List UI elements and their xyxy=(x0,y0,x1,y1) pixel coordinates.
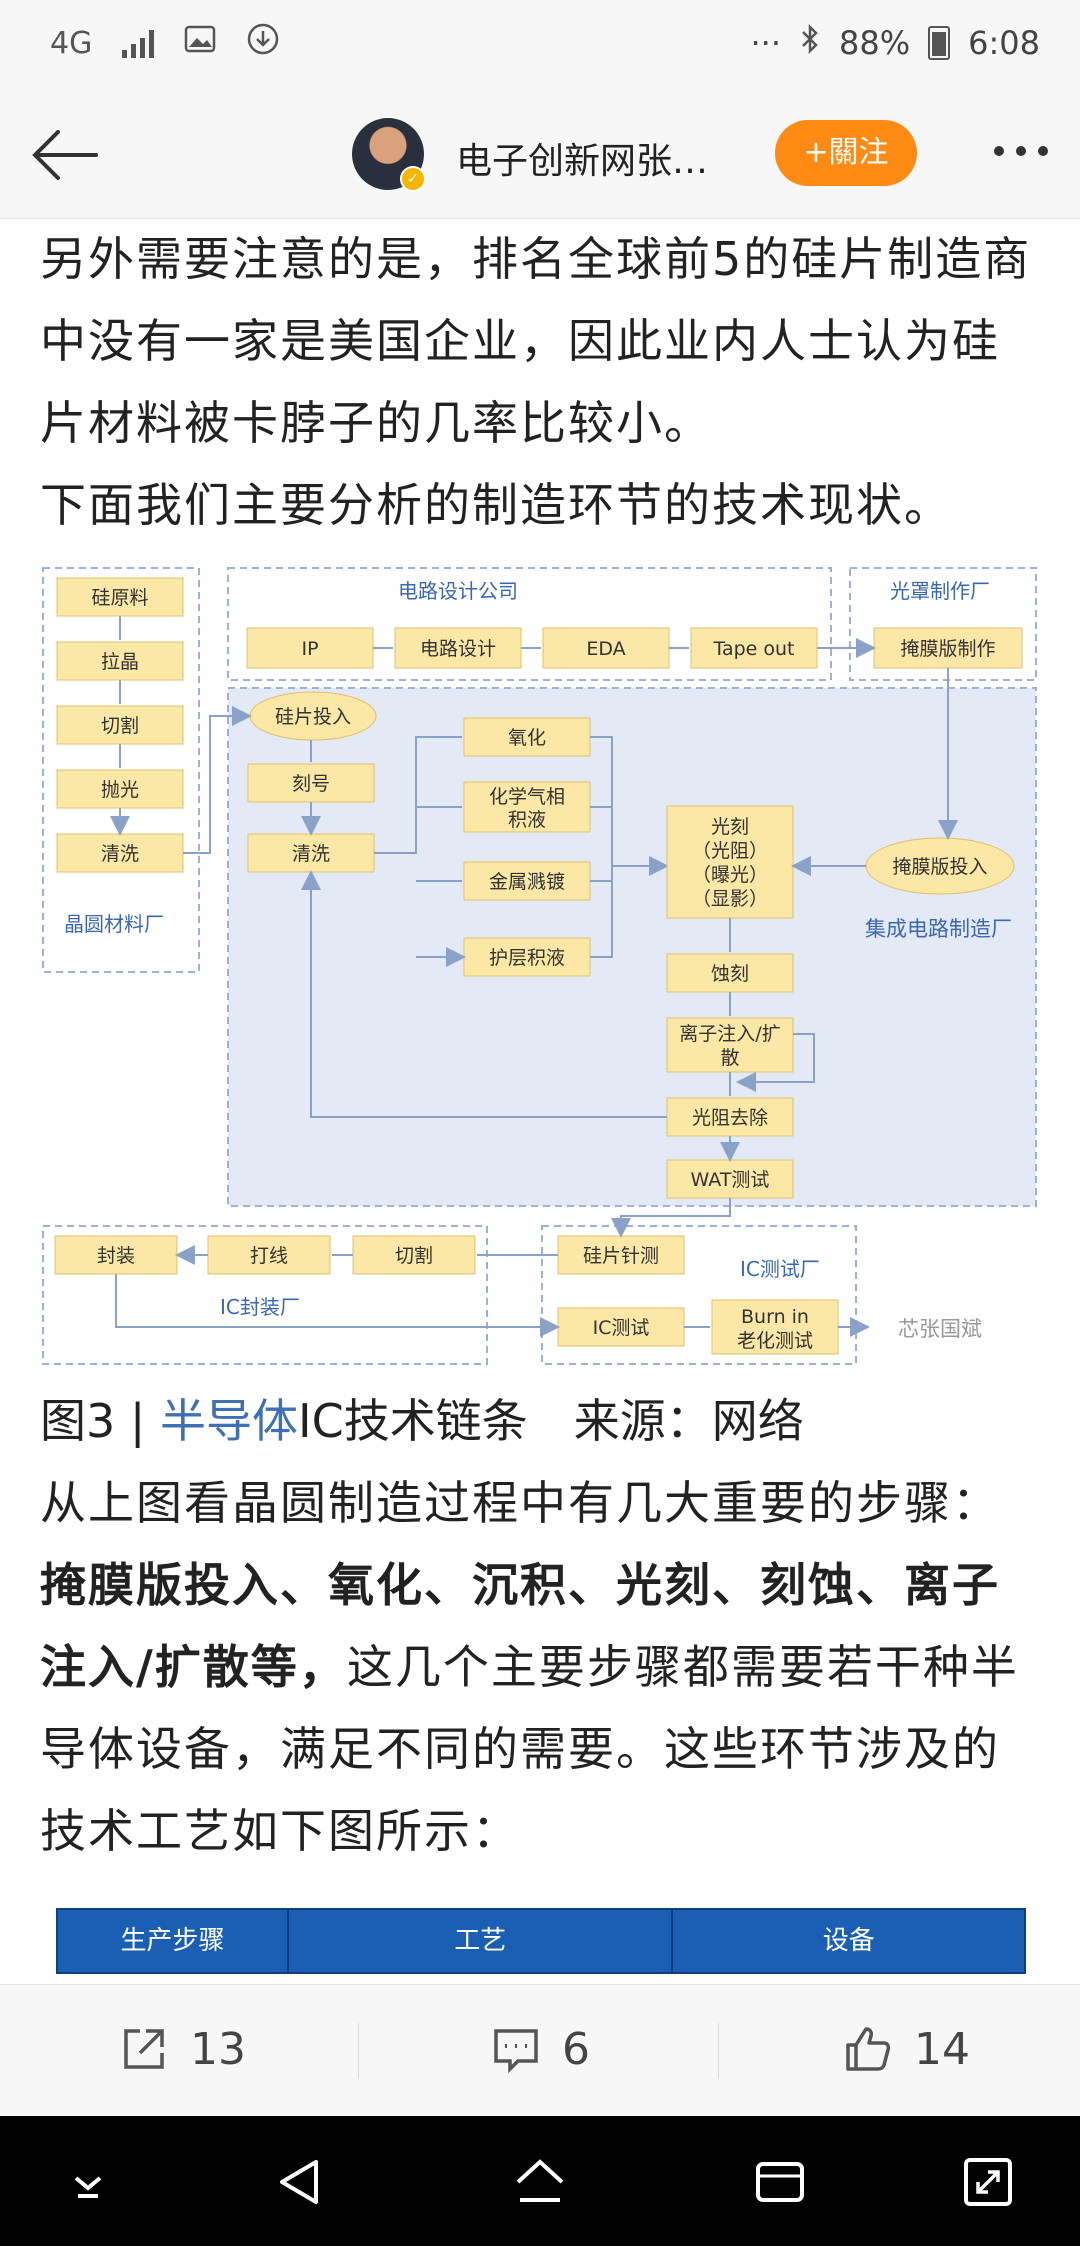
svg-text:散: 散 xyxy=(720,1047,739,1069)
battery-percent: 88% xyxy=(839,24,911,62)
paragraph-3: 从上图看晶圆制造过程中有几大重要的步骤：掩膜版投入、氧化、沉积、光刻、刻蚀、离子… xyxy=(40,1476,1019,1858)
step-burn-in: Burn in xyxy=(741,1306,809,1328)
step-oxidation: 氧化 xyxy=(508,727,546,749)
battery-icon xyxy=(928,26,951,60)
step-polish: 抛光 xyxy=(101,779,139,801)
more-notifications: ··· xyxy=(750,24,782,62)
step-mark: 刻号 xyxy=(292,773,330,795)
step-ic-test: IC测试 xyxy=(593,1317,650,1339)
thumbs-up-icon xyxy=(846,2027,891,2071)
step-cut: 切割 xyxy=(101,715,139,737)
region-wafer-material: 晶圆材料厂 xyxy=(64,912,164,936)
process-table-header: 生产步骤 工艺 设备 xyxy=(56,1908,1026,1974)
step-wire-bond: 打线 xyxy=(250,1245,288,1267)
step-wash: 清洗 xyxy=(101,843,139,865)
paragraph-2: 下面我们主要分析的制造环节的技术现状。 xyxy=(40,478,952,532)
step-wafer-input: 硅片投入 xyxy=(275,706,351,728)
author-avatar[interactable]: ✓ xyxy=(352,118,426,192)
action-bar: 13 6 14 xyxy=(0,1984,1080,2117)
step-eda: EDA xyxy=(586,638,625,660)
step-dicing: 切割 xyxy=(395,1245,433,1267)
step-mask-input: 掩膜版投入 xyxy=(892,856,987,878)
like-button[interactable]: 14 xyxy=(842,2023,970,2075)
arrow-left-icon xyxy=(32,130,98,180)
semiconductor-link[interactable]: 半导体 xyxy=(160,1394,299,1448)
step-metal-sputter: 金属溅镀 xyxy=(489,871,565,893)
nav-expand-button[interactable] xyxy=(958,2152,1018,2212)
system-nav-bar xyxy=(0,2116,1080,2246)
dot-icon xyxy=(1038,146,1048,156)
step-wat-test: WAT测试 xyxy=(691,1169,770,1191)
svg-text:积液: 积液 xyxy=(508,809,546,831)
step-ip: IP xyxy=(301,638,318,660)
step-ion-implant: 离子注入/扩 xyxy=(679,1023,780,1045)
nav-recents-button[interactable] xyxy=(750,2152,810,2212)
dot-icon xyxy=(994,146,1004,156)
clock: 6:08 xyxy=(968,24,1040,62)
nav-home-button[interactable] xyxy=(510,2152,570,2212)
svg-text:（曝光）: （曝光） xyxy=(692,864,768,886)
step-passivation: 护层积液 xyxy=(489,947,565,969)
svg-text:化学气相: 化学气相 xyxy=(489,786,565,808)
figure-caption: 图3 | 半导体IC技术链条 来源：网络 xyxy=(40,1394,804,1448)
paragraph-1: 另外需要注意的是，排名全球前5的硅片制造商中没有一家是美国企业，因此业内人士认为… xyxy=(40,232,1032,450)
comment-count: 6 xyxy=(562,2023,590,2075)
step-circuit-design: 电路设计 xyxy=(420,638,496,660)
back-button[interactable] xyxy=(30,122,100,188)
comment-icon xyxy=(494,2029,538,2074)
chevron-down-icon xyxy=(74,2176,102,2198)
watermark: 芯张国斌 xyxy=(898,1317,982,1341)
region-ic-fab: 集成电路制造厂 xyxy=(865,917,1012,941)
step-tape-out: Tape out xyxy=(712,638,794,660)
recents-icon xyxy=(756,2162,804,2202)
col-process: 工艺 xyxy=(289,1910,674,1972)
triangle-back-icon xyxy=(280,2160,318,2204)
verified-icon: ✓ xyxy=(400,166,426,192)
ic-tech-chain-diagram[interactable]: 晶圆材料厂 电路设计公司 光罩制作厂 集成电路制造厂 IC测试厂 IC封装厂 硅… xyxy=(40,556,1040,1378)
like-count: 14 xyxy=(914,2023,970,2075)
region-mask: 光罩制作厂 xyxy=(890,579,990,603)
bluetooth-icon xyxy=(799,22,821,64)
step-clean: 清洗 xyxy=(292,843,330,865)
step-raw-silicon: 硅原料 xyxy=(91,587,148,609)
step-wafer-probe: 硅片针测 xyxy=(583,1245,659,1267)
share-button[interactable]: 13 xyxy=(118,2023,246,2075)
share-icon xyxy=(124,2029,164,2069)
svg-text:（显影）: （显影） xyxy=(692,888,768,910)
region-circuit-design: 电路设计公司 xyxy=(398,579,518,603)
step-resist-remove: 光阻去除 xyxy=(692,1107,768,1129)
hide-nav-button[interactable] xyxy=(58,2152,118,2212)
nav-back-button[interactable] xyxy=(270,2152,330,2212)
share-count: 13 xyxy=(190,2023,246,2075)
step-crystal-pull: 拉晶 xyxy=(101,651,139,673)
col-step: 生产步骤 xyxy=(58,1910,290,1972)
dot-icon xyxy=(1016,146,1026,156)
step-package: 封装 xyxy=(97,1245,135,1267)
comment-button[interactable]: 6 xyxy=(490,2023,590,2075)
network-type: 4G xyxy=(50,25,93,61)
svg-text:老化测试: 老化测试 xyxy=(737,1330,813,1352)
svg-text:（光阻）: （光阻） xyxy=(692,840,768,862)
download-icon xyxy=(246,22,280,64)
region-ic-package: IC封装厂 xyxy=(220,1295,300,1319)
col-equipment: 设备 xyxy=(822,1926,875,1956)
article-body: 另外需要注意的是，排名全球前5的硅片制造商中没有一家是美国企业，因此业内人士认为… xyxy=(40,218,1045,1872)
follow-button[interactable]: +關注 xyxy=(775,120,917,186)
home-icon xyxy=(516,2159,564,2202)
region-ic-test: IC测试厂 xyxy=(740,1257,820,1281)
step-lithography: 光刻 xyxy=(711,816,749,838)
expand-icon xyxy=(964,2158,1012,2206)
step-mask-making: 掩膜版制作 xyxy=(900,638,995,660)
image-icon xyxy=(184,25,216,61)
more-options-button[interactable] xyxy=(994,146,1048,156)
signal-icon xyxy=(122,28,155,58)
article-header: ✓ 电子创新网张… +關注 xyxy=(0,92,1080,219)
status-bar: 4G ··· 88% 6:08 xyxy=(0,0,1080,92)
author-name[interactable]: 电子创新网张… xyxy=(456,141,709,182)
step-etch: 蚀刻 xyxy=(711,963,749,985)
